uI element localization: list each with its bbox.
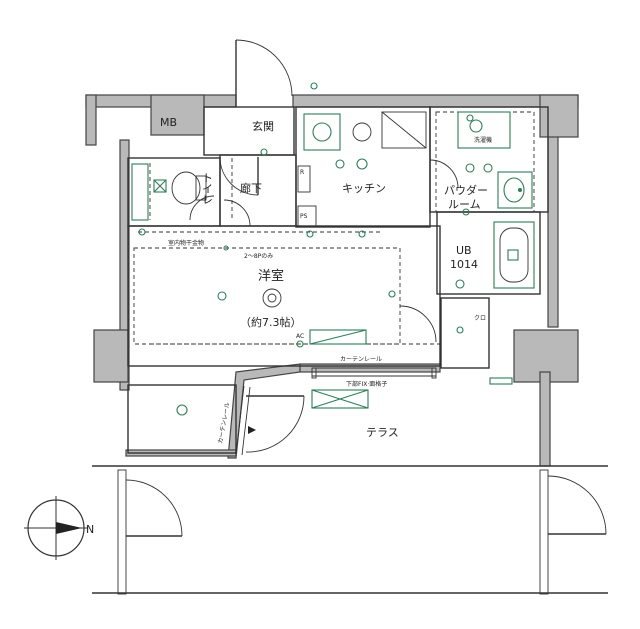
closet-label: クロ [474,315,486,322]
outlet-note: 2～8Pのみ [244,253,273,260]
labels: MB 玄関 トイレ 廊下 キッチン パウダー ルーム UB 1014 洋室 （約… [86,116,492,536]
fridge-label: R [300,169,304,176]
interior-walls [92,106,608,595]
dashed-markings [133,111,535,345]
powder-room-label-2: ルーム [448,198,481,211]
compass-n-label: N [86,523,94,536]
unit-bath-label-2: 1014 [450,258,478,271]
kitchen-label: キッチン [342,182,386,195]
unit-bath-label-1: UB [456,244,472,257]
fixtures [131,82,535,434]
room-note: 室内物干金物 [168,239,204,247]
windows [235,329,437,456]
ac-label: AC [296,333,304,340]
western-room-label: 洋室 [258,268,284,284]
western-room-size: （約7.3帖） [240,315,302,329]
terrace-label: テラス [366,426,399,439]
curtain-rail-side-label: カーテンレール [217,402,231,445]
mb-label: MB [160,116,177,129]
outer-walls [85,94,579,467]
ps-label: PS [300,213,308,220]
washer-label: 洗濯機 [474,136,492,144]
compass-icon [24,496,88,560]
hallway-label: 廊下 [240,181,262,195]
toilet-label: トイレ [201,172,214,205]
window-note: 下部FIX·面格子 [346,380,387,388]
doors [125,39,607,537]
curtain-rail-top-label: カーテンレール [340,356,382,363]
powder-room-label-1: パウダー [444,183,488,197]
entrance-label: 玄関 [252,119,274,133]
